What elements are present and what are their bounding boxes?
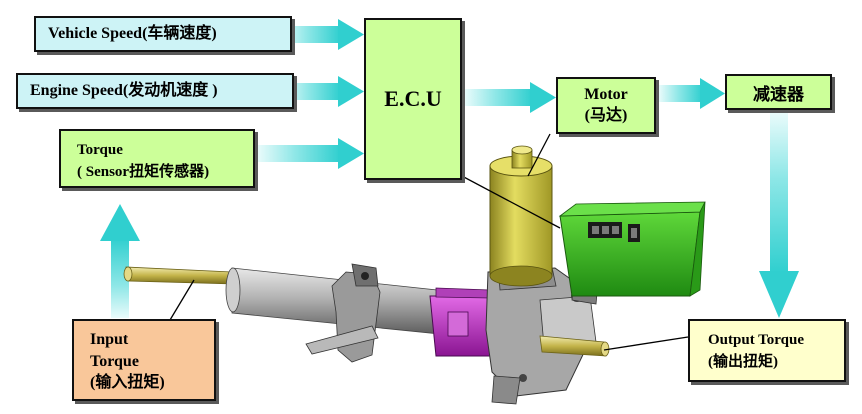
input-torque-label-line1: Input [90, 331, 129, 348]
torque-sensor-label-line1: Torque [77, 142, 123, 158]
torque-sensor-label-line2: ( Sensor扭矩传感器) [77, 163, 210, 180]
vehicle-speed-label: Vehicle Speed(车辆速度) [48, 25, 217, 42]
flow-arrow-vehicle-speed [280, 19, 364, 50]
reducer-label: 减速器 [753, 84, 804, 104]
flow-arrow-reducer-to-output [759, 113, 799, 318]
engine-speed-label: Engine Speed(发动机速度 ) [30, 82, 218, 99]
engine-speed-input-box: Engine Speed(发动机速度 ) [16, 73, 294, 109]
input-shaft [123, 266, 235, 285]
vehicle-speed-input-box: Vehicle Speed(车辆速度) [34, 16, 292, 52]
motor-box: Motor (马达) [556, 77, 656, 134]
flow-arrow-motor-to-reducer [659, 78, 725, 109]
output-torque-label-line2: (输出扭矩) [708, 353, 778, 370]
flow-arrow-input-to-sensor [100, 204, 140, 318]
electric-motor [489, 145, 553, 287]
flow-arrow-engine-speed [282, 76, 364, 107]
ecu-box: E.C.U [364, 18, 462, 180]
flow-arrow-torque-sensor [258, 138, 364, 169]
output-torque-box: Output Torque (输出扭矩) [688, 319, 846, 382]
ecu-label: E.C.U [384, 86, 442, 111]
output-torque-label-line1: Output Torque [708, 332, 805, 348]
input-torque-label-line3: (输入扭矩) [90, 374, 165, 392]
input-torque-label-line2: Torque [90, 352, 139, 370]
ecu-unit [558, 201, 706, 297]
flow-arrow-ecu-to-motor [465, 82, 556, 113]
input-torque-box: Input Torque (输入扭矩) [72, 319, 216, 401]
motor-label-line2: (马达) [584, 106, 628, 124]
reducer-box: 减速器 [725, 74, 832, 110]
torque-sensor-box: Torque ( Sensor扭矩传感器) [59, 129, 255, 188]
steering-tube [225, 267, 441, 335]
motor-label-line1: Motor [584, 86, 628, 103]
mounting-bracket [305, 263, 381, 363]
steering-column-illustration [123, 145, 706, 405]
